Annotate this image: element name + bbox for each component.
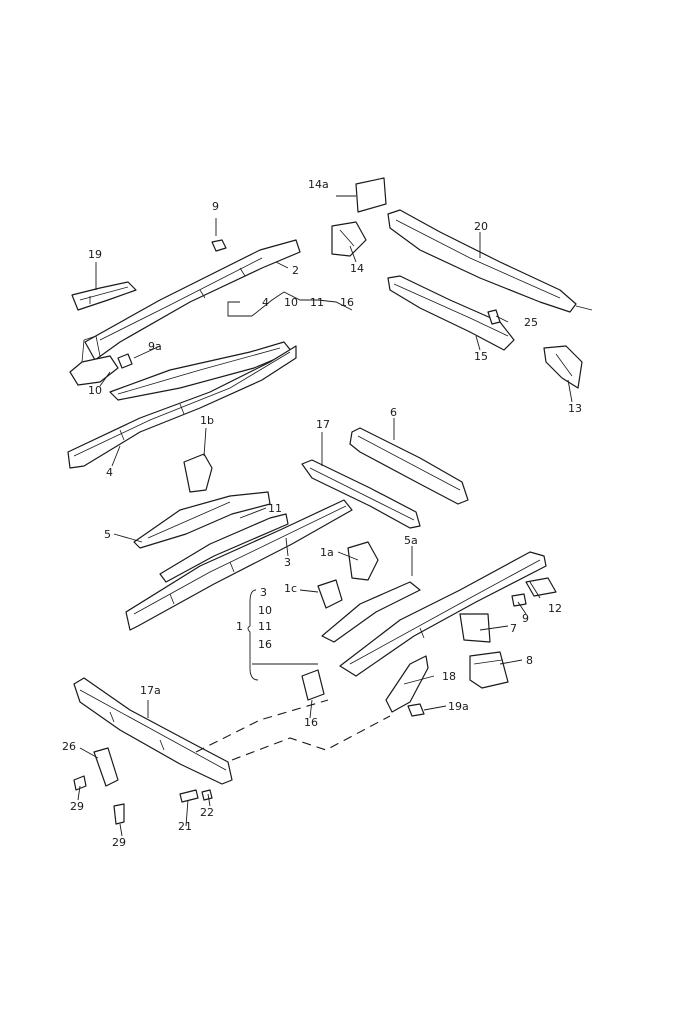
part-20-crossmember — [387, 209, 593, 313]
callout-1: 1 — [236, 620, 243, 633]
callout-29-lower: 29 — [112, 836, 126, 849]
part-26-bracket — [93, 747, 119, 787]
group-label-11: 11 — [258, 620, 272, 633]
part-15-crossmember — [387, 275, 515, 351]
part-1b-bracket — [183, 453, 213, 493]
part-19a-bracket — [407, 703, 425, 717]
group-bracket — [247, 589, 259, 681]
part-17a-front-crossmember — [73, 677, 233, 785]
callout-9: 9 — [212, 200, 219, 213]
callout-9-right: 9 — [522, 612, 529, 625]
callout-14: 14 — [350, 262, 364, 275]
part-7-bracket — [459, 613, 491, 643]
callout-16-bracket: 16 — [304, 716, 318, 729]
part-5a-member — [321, 581, 421, 643]
part-11-inner-rail — [159, 513, 289, 583]
callout-8: 8 — [526, 654, 533, 667]
callout-14a: 14a — [308, 178, 329, 191]
callout-9a: 9a — [148, 340, 162, 353]
part-14-bracket — [331, 221, 367, 257]
group-label-16: 16 — [258, 638, 272, 651]
part-2-upper-rail — [84, 239, 301, 361]
part-1c-bracket — [317, 579, 343, 609]
part-12-bracket — [525, 577, 557, 597]
part-6-crossmember — [349, 427, 469, 505]
part-29-bolt-lower — [113, 803, 125, 825]
part-14a-plate — [355, 177, 387, 213]
callout-19: 19 — [88, 248, 102, 261]
callout-1c: 1c — [284, 582, 297, 595]
callout-20: 20 — [474, 220, 488, 233]
part-right-long-member — [339, 551, 547, 677]
part-21-bolt — [179, 789, 199, 803]
callout-13: 13 — [568, 402, 582, 415]
group-label-10: 10 — [258, 604, 272, 617]
callout-19a: 19a — [448, 700, 469, 713]
part-9-clip-right — [511, 593, 527, 607]
assembly-path — [195, 699, 391, 761]
callout-16: 16 — [340, 296, 354, 309]
part-9-clip — [211, 239, 227, 252]
part-9a-plate — [117, 353, 133, 369]
part-25-clip — [487, 309, 501, 325]
part-22-nut — [201, 789, 213, 801]
part-8-block — [469, 651, 509, 689]
callout-4-lower: 4 — [106, 466, 113, 479]
callout-29: 29 — [70, 800, 84, 813]
callout-5: 5 — [104, 528, 111, 541]
part-10-front-section — [69, 335, 119, 386]
callout-1a: 1a — [320, 546, 334, 559]
callout-1b: 1b — [200, 414, 214, 427]
callout-10: 10 — [284, 296, 298, 309]
callout-21: 21 — [178, 820, 192, 833]
bracket-4-10-11-16 — [227, 291, 353, 317]
callout-18: 18 — [442, 670, 456, 683]
callout-3: 3 — [284, 556, 291, 569]
group-label-3: 3 — [260, 586, 267, 599]
part-4-long-member — [67, 345, 297, 469]
callout-2: 2 — [292, 264, 299, 277]
part-1a-bracket — [347, 541, 379, 581]
callout-17a: 17a — [140, 684, 161, 697]
callout-5a: 5a — [404, 534, 418, 547]
part-17-crossmember — [301, 459, 421, 529]
callout-4: 4 — [262, 296, 269, 309]
part-18-member — [385, 655, 429, 713]
callout-11-middle: 11 — [268, 502, 282, 515]
part-16-bracket — [301, 669, 325, 701]
callout-26: 26 — [62, 740, 76, 753]
callout-22: 22 — [200, 806, 214, 819]
callout-6: 6 — [390, 406, 397, 419]
part-13-bracket — [543, 345, 583, 389]
callout-17: 17 — [316, 418, 330, 431]
callout-7: 7 — [510, 622, 517, 635]
part-29-bolt — [73, 775, 87, 791]
callout-12: 12 — [548, 602, 562, 615]
leader-lines — [77, 195, 573, 837]
part-5-member — [133, 491, 271, 549]
part-19-bracket — [71, 281, 137, 311]
callout-11: 11 — [310, 296, 324, 309]
callout-25: 25 — [524, 316, 538, 329]
callout-10-front: 10 — [88, 384, 102, 397]
callout-15: 15 — [474, 350, 488, 363]
part-3-main-rail — [125, 499, 353, 631]
